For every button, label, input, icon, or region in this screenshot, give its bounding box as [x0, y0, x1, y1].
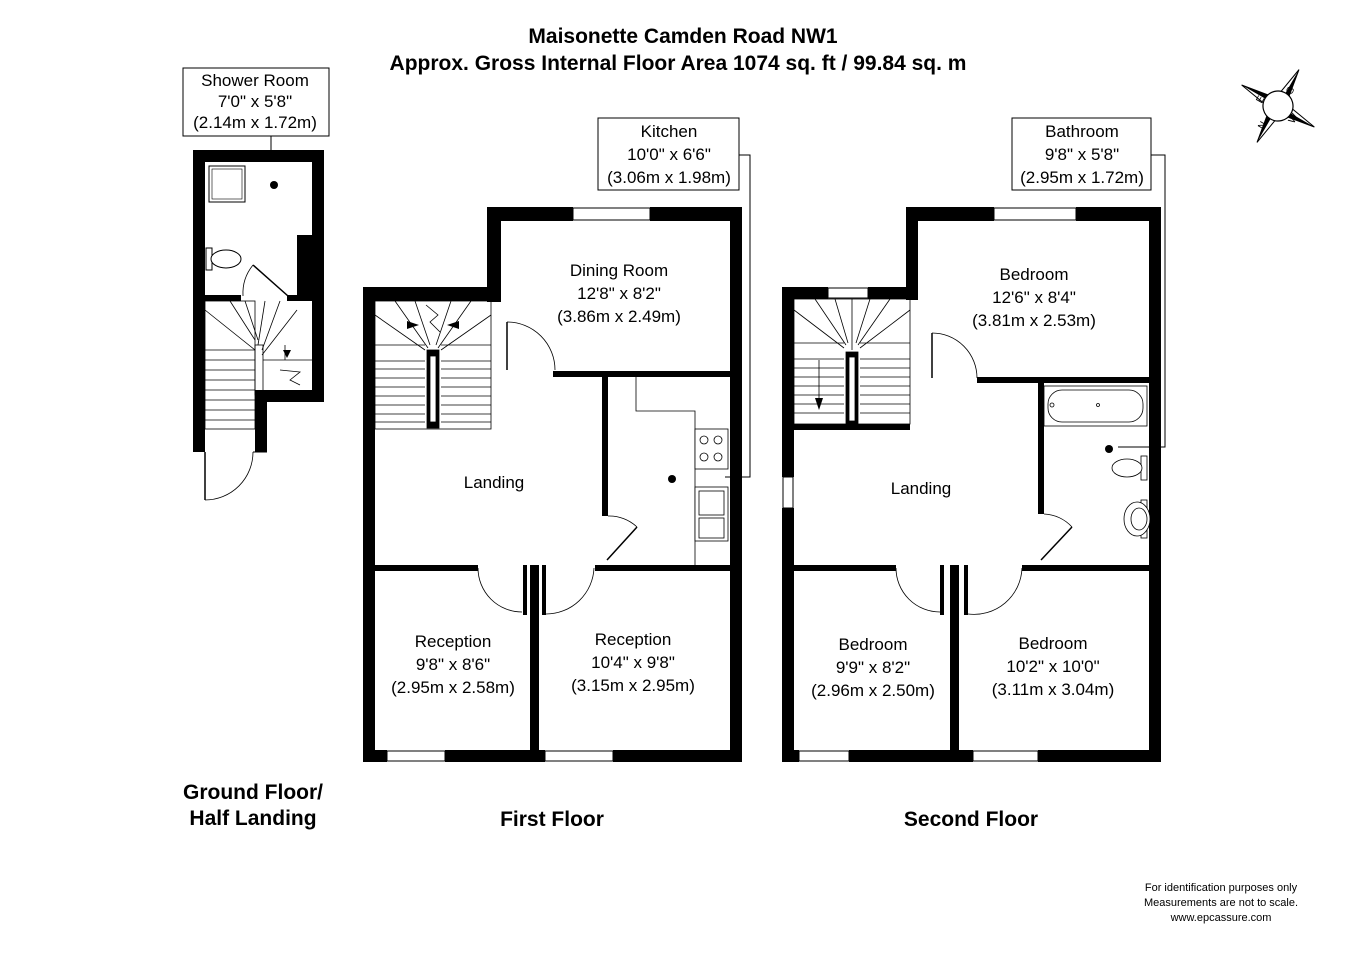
- first-floor-walls: [363, 207, 742, 762]
- second-floor-label: Second Floor: [904, 808, 1038, 831]
- hob-icon: [694, 428, 729, 470]
- wc-icon: [1111, 455, 1148, 481]
- plan-title: Maisonette Camden Road NW1: [528, 25, 838, 48]
- dining-room-imperial: 12'8" x 8'2": [577, 284, 661, 303]
- first-floor-label: First Floor: [500, 808, 604, 831]
- shower-tray-icon: [208, 165, 246, 203]
- first-floor-landing-label: Landing: [464, 473, 525, 492]
- kitchen-label-box: [597, 117, 740, 191]
- shower-room-name: Shower Room: [201, 71, 309, 90]
- bathroom-metric: (2.95m x 1.72m): [1020, 168, 1144, 187]
- compass-letter-e: E: [1254, 94, 1267, 106]
- shower-room-imperial: 7'0" x 5'8": [218, 92, 292, 111]
- bedroom-3-imperial: 10'2" x 10'0": [1006, 657, 1099, 676]
- kitchen-fittings: [635, 377, 729, 565]
- bathroom-imperial: 9'8" x 5'8": [1045, 145, 1119, 164]
- bathroom-label-box: [1011, 117, 1152, 191]
- bedroom-3-name: Bedroom: [1019, 634, 1088, 653]
- wc-icon: [205, 247, 242, 271]
- ground-floor-walls: [193, 150, 324, 452]
- compass-rose-icon: [1241, 69, 1315, 143]
- bedroom-3-metric: (3.11m x 3.04m): [992, 680, 1115, 699]
- disclaimer-line-1: For identification purposes only: [1145, 882, 1298, 894]
- reception-1-name: Reception: [415, 632, 492, 651]
- second-floor-stairs: [793, 298, 911, 427]
- first-floor-windows: [386, 207, 651, 762]
- kitchen-metric: (3.06m x 1.98m): [607, 168, 731, 187]
- disclaimer-line-2: Measurements are not to scale.: [1144, 897, 1298, 909]
- reception-2-name: Reception: [595, 630, 672, 649]
- floor-area-subtitle: Approx. Gross Internal Floor Area 1074 s…: [390, 52, 967, 75]
- dining-room-name: Dining Room: [570, 261, 668, 280]
- website-credit: www.epcassure.com: [1170, 912, 1272, 924]
- bedroom-2-imperial: 9'9" x 8'2": [836, 658, 910, 677]
- bathroom-fittings: [1043, 385, 1151, 539]
- compass-letter-n: N: [1256, 120, 1269, 132]
- kitchen-imperial: 10'0" x 6'6": [627, 145, 711, 164]
- bathroom-name: Bathroom: [1045, 122, 1119, 141]
- first-floor-stairs: [374, 300, 492, 430]
- dining-room-metric: (3.86m x 2.49m): [557, 307, 681, 326]
- first-floor-plan: [363, 117, 751, 762]
- kitchen-name: Kitchen: [641, 122, 698, 141]
- reception-1-metric: (2.95m x 2.58m): [391, 678, 515, 697]
- ground-floor-label: Ground Floor/: [183, 781, 323, 804]
- second-floor-plan: [782, 117, 1166, 762]
- compass-letter-s: S: [1284, 85, 1297, 97]
- reception-1-imperial: 9'8" x 8'6": [416, 655, 490, 674]
- bedroom-1-imperial: 12'6" x 8'4": [992, 288, 1076, 307]
- basin-icon: [1123, 499, 1151, 539]
- reception-2-imperial: 10'4" x 9'8": [591, 653, 675, 672]
- ground-floor-plan: [182, 67, 330, 501]
- ground-stairs: [204, 300, 312, 430]
- bedroom-2-metric: (2.96m x 2.50m): [811, 681, 935, 700]
- bedroom-1-metric: (3.81m x 2.53m): [972, 311, 1096, 330]
- bedroom-1-name: Bedroom: [1000, 265, 1069, 284]
- shower-room-label-box: [182, 67, 330, 137]
- second-floor-windows: [782, 207, 1077, 762]
- half-landing-label: Half Landing: [189, 807, 316, 830]
- bedroom-2-name: Bedroom: [839, 635, 908, 654]
- shower-room-metric: (2.14m x 1.72m): [193, 113, 317, 132]
- second-floor-walls: [782, 207, 1161, 762]
- second-floor-landing-label: Landing: [891, 479, 952, 498]
- reception-2-metric: (3.15m x 2.95m): [571, 676, 695, 695]
